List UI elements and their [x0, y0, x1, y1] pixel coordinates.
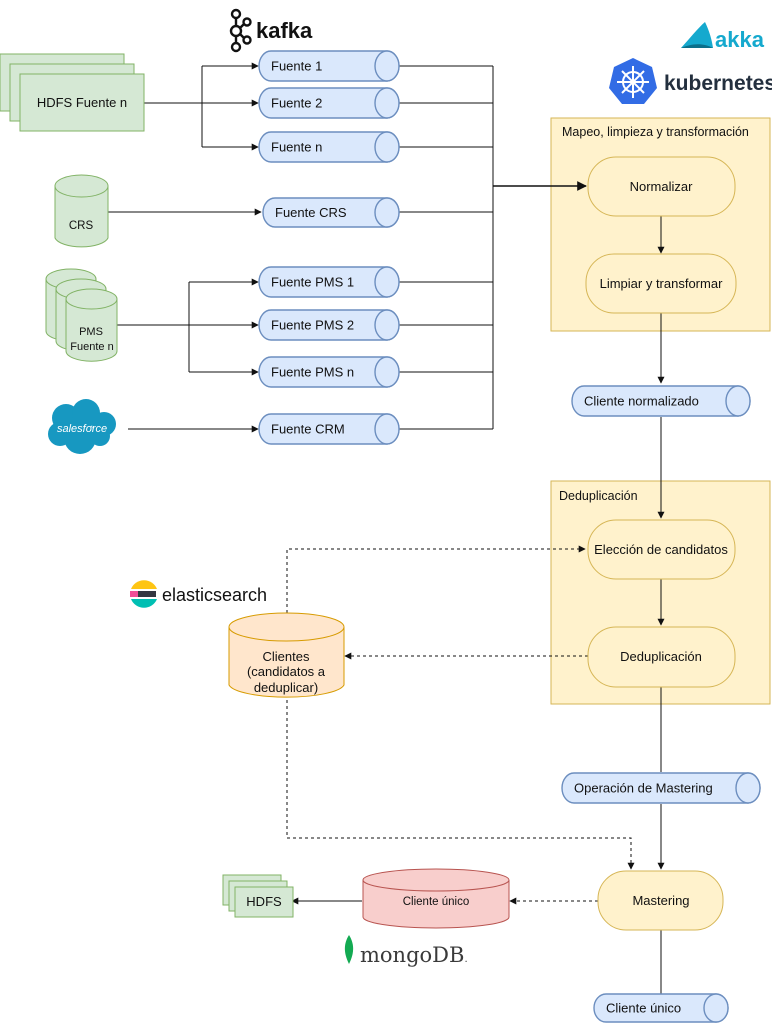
akka-icon	[681, 22, 713, 48]
process-normalizar: Normalizar	[587, 156, 736, 217]
hdfs-output-node: HDFS	[222, 874, 294, 918]
process-normalizar-label: Normalizar	[630, 179, 694, 194]
topic-fuente-pms-n-label: Fuente PMS n	[271, 365, 354, 380]
process-deduplicacion: Deduplicación	[587, 626, 736, 688]
topic-cliente-unico: Cliente único	[593, 993, 729, 1023]
topic-fuente-crm: Fuente CRM	[258, 413, 400, 445]
crs-database-label: CRS	[69, 220, 94, 232]
connectors	[108, 62, 665, 994]
mongodb-leaf-icon	[344, 935, 354, 964]
akka-logo: akka	[681, 22, 765, 52]
topic-operacion-mastering-label: Operación de Mastering	[574, 781, 713, 796]
topic-fuente-pms-2-label: Fuente PMS 2	[271, 318, 354, 333]
mongodb-mark: .	[464, 954, 467, 965]
topic-fuente-pms-n-cap	[374, 356, 400, 388]
akka-wordmark: akka	[715, 27, 765, 52]
elastic-clientes-label-3: deduplicar)	[254, 680, 318, 695]
elastic-clientes-label-1: Clientes	[263, 649, 310, 664]
topic-fuente-1: Fuente 1	[258, 50, 400, 82]
topic-fuente-pms-1: Fuente PMS 1	[258, 266, 400, 298]
topic-fuente-pms-n: Fuente PMS n	[258, 356, 400, 388]
process-eleccion: Elección de candidatos	[587, 519, 736, 580]
pms-database-node: PMS Fuente n	[45, 268, 118, 362]
topic-fuente-2: Fuente 2	[258, 87, 400, 119]
crs-database-node: CRS	[54, 174, 109, 248]
topic-operacion-mastering: Operación de Mastering	[561, 772, 761, 804]
topic-cliente-unico-cap	[703, 993, 729, 1023]
kubernetes-logo: kubernetes	[609, 58, 772, 104]
salesforce-cloud-icon	[48, 399, 116, 454]
elasticsearch-wordmark: elasticsearch	[162, 585, 267, 605]
akka-icon-shade	[681, 44, 713, 48]
mongo-cliente-unico-label: Cliente único	[403, 896, 469, 908]
topic-fuente-2-cap	[374, 87, 400, 119]
group-dedup-title: Deduplicación	[559, 489, 638, 503]
topic-fuente-pms-2: Fuente PMS 2	[258, 309, 400, 341]
kafka-logo: kafka	[229, 8, 313, 53]
process-eleccion-label: Elección de candidatos	[594, 542, 728, 557]
topic-fuente-n: Fuente n	[258, 131, 400, 163]
dashed-connectors	[286, 545, 635, 905]
topic-cliente-unico-label: Cliente único	[606, 1001, 681, 1016]
hdfs-source-node: HDFS Fuente n	[0, 53, 145, 132]
topic-fuente-crm-label: Fuente CRM	[271, 422, 345, 437]
topic-fuente-1-cap	[374, 50, 400, 82]
topic-operacion-mastering-cap	[735, 772, 761, 804]
topic-fuente-2-label: Fuente 2	[271, 96, 322, 111]
pms-database-label-2: Fuente n	[70, 341, 113, 353]
process-mastering-label: Mastering	[632, 893, 689, 908]
elasticsearch-icon	[130, 580, 157, 608]
topic-cliente-normalizado-label: Cliente normalizado	[584, 394, 699, 409]
process-limpiar-label: Limpiar y transformar	[600, 276, 723, 291]
topic-cliente-normalizado: Cliente normalizado	[571, 385, 751, 417]
topic-fuente-pms-1-label: Fuente PMS 1	[271, 275, 354, 290]
process-mastering: Mastering	[597, 870, 724, 931]
elastic-clientes-store: Clientes (candidatos a deduplicar)	[228, 612, 345, 698]
topic-fuente-crs: Fuente CRS	[262, 197, 400, 228]
topic-fuente-crs-label: Fuente CRS	[275, 205, 347, 220]
mongodb-logo: mongoDB.	[344, 935, 468, 967]
hdfs-source-label: HDFS Fuente n	[37, 95, 127, 110]
topic-fuente-crs-cap	[374, 197, 400, 228]
elasticsearch-logo: elasticsearch	[130, 580, 267, 608]
kafka-icon	[229, 8, 252, 53]
edge-elastic-eleccion	[286, 545, 586, 613]
topic-fuente-1-label: Fuente 1	[271, 59, 322, 74]
group-mapeo-title: Mapeo, limpieza y transformación	[562, 125, 749, 139]
process-deduplicacion-label: Deduplicación	[620, 649, 702, 664]
topic-fuente-pms-1-cap	[374, 266, 400, 298]
topic-cliente-normalizado-cap	[725, 385, 751, 417]
topic-fuente-crm-cap	[374, 413, 400, 445]
mongo-cliente-unico-store: Cliente único	[362, 868, 510, 929]
mongodb-wordmark: mongoDB.	[360, 943, 468, 967]
hdfs-output-label: HDFS	[246, 894, 282, 909]
kubernetes-wordmark: kubernetes	[664, 72, 772, 95]
edge-elastic-mastering	[286, 700, 635, 870]
elastic-clientes-label-2: (candidatos a	[247, 664, 326, 679]
salesforce-wordmark: salesforce	[57, 423, 107, 435]
kubernetes-helm	[617, 66, 649, 98]
topic-fuente-pms-2-cap	[374, 309, 400, 341]
kafka-topics: Fuente 1 Fuente 2 Fuente n Fuente CRS Fuente…	[258, 50, 761, 1023]
process-limpiar: Limpiar y transformar	[585, 253, 737, 314]
pms-database-label-1: PMS	[79, 326, 103, 338]
topic-fuente-n-cap	[374, 131, 400, 163]
topic-fuente-n-label: Fuente n	[271, 140, 322, 155]
salesforce-logo: salesforce	[48, 399, 116, 454]
kafka-wordmark: kafka	[256, 18, 313, 43]
